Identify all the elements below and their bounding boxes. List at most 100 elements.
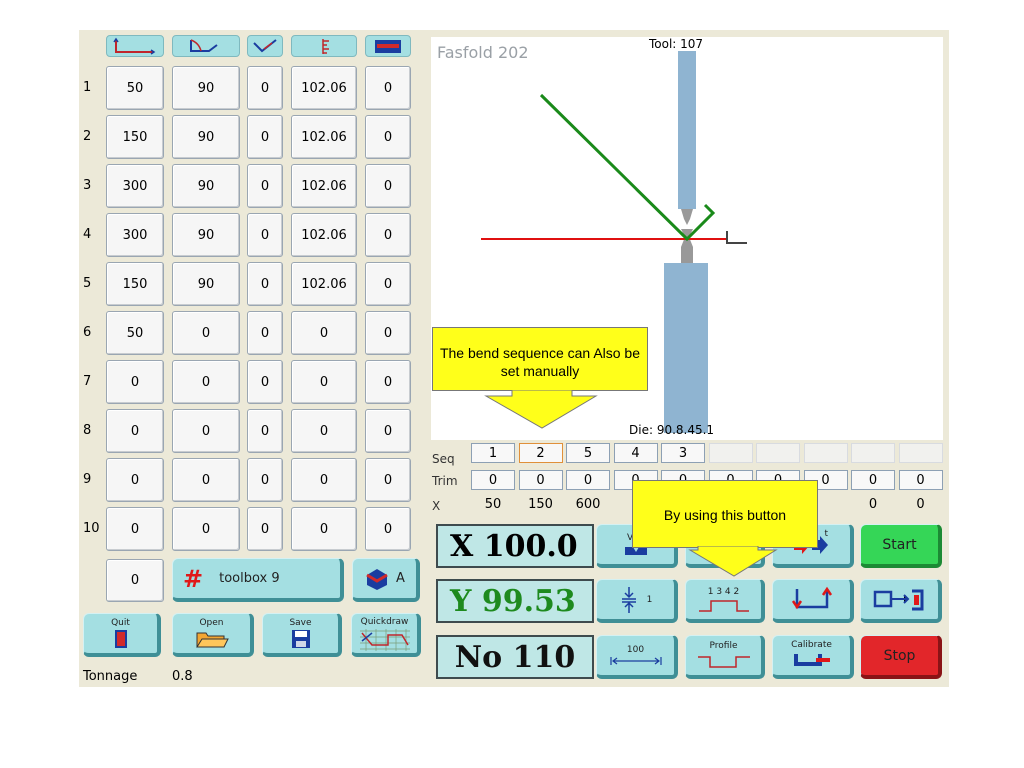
table-cell-pos[interactable]: 102.06	[291, 164, 357, 208]
seq-cell[interactable]: 2	[518, 443, 563, 463]
save-button[interactable]: Save	[262, 613, 342, 657]
toolbox-button[interactable]: # toolbox 9	[172, 558, 344, 602]
open-label: Open	[199, 617, 224, 628]
table-cell-pos[interactable]: 0	[291, 409, 357, 453]
seq-cell[interactable]: 3	[661, 443, 705, 463]
a-button[interactable]: A	[352, 558, 420, 602]
table-cell-ang[interactable]: 0	[172, 458, 240, 502]
table-cell-c3[interactable]: 0	[247, 507, 283, 551]
radius-header-icon[interactable]	[247, 35, 283, 57]
quickdraw-button[interactable]: Quickdraw	[351, 613, 421, 657]
table-cell-c3[interactable]: 0	[247, 311, 283, 355]
trim-cell[interactable]: 0	[851, 470, 895, 490]
table-cell-ang[interactable]: 0	[172, 360, 240, 404]
calibrate-button[interactable]: Calibrate	[772, 635, 854, 679]
table-cell-len[interactable]: 0	[106, 458, 164, 502]
trim-cell[interactable]: 0	[898, 470, 943, 490]
table-cell-pos[interactable]: 0	[291, 311, 357, 355]
table-cell-ang[interactable]: 90	[172, 213, 240, 257]
table-cell-c5[interactable]: 0	[365, 458, 411, 502]
table-cell-ang[interactable]: 90	[172, 115, 240, 159]
bend-angle-header-icon[interactable]	[172, 35, 240, 57]
table-cell-len[interactable]: 0	[106, 409, 164, 453]
table-cell-c3[interactable]: 0	[247, 115, 283, 159]
table-cell-ang[interactable]: 90	[172, 66, 240, 110]
toolbox-label: toolbox 9	[219, 571, 280, 586]
table-cell-c5[interactable]: 0	[365, 409, 411, 453]
table-cell-len[interactable]: 300	[106, 213, 164, 257]
bend-sequence-callout: The bend sequence can Also be set manual…	[432, 327, 648, 391]
part-number-readout: No 110	[436, 635, 594, 679]
table-cell-c5[interactable]: 0	[365, 115, 411, 159]
table-cell-pos[interactable]: 0	[291, 360, 357, 404]
transfer-arrow-icon	[873, 589, 923, 610]
y-axis-label: 1	[646, 594, 653, 605]
trim-cell[interactable]: 0	[518, 470, 563, 490]
open-button[interactable]: Open	[172, 613, 254, 657]
bend-order-button[interactable]: 1 3 4 2	[685, 579, 765, 623]
seq-cell[interactable]	[803, 443, 848, 463]
trim-cell[interactable]: 0	[566, 470, 610, 490]
table-cell-pos[interactable]: 102.06	[291, 66, 357, 110]
table-cell-len[interactable]: 50	[106, 66, 164, 110]
extra-value-cell[interactable]: 0	[106, 559, 164, 602]
table-cell-c3[interactable]: 0	[247, 458, 283, 502]
backgauge-position-header-icon[interactable]	[291, 35, 357, 57]
seq-cell[interactable]	[898, 443, 943, 463]
table-cell-len[interactable]: 150	[106, 262, 164, 306]
y-axis-button[interactable]: 1	[596, 579, 678, 623]
quit-button[interactable]: Quit	[83, 613, 161, 657]
seq-cell[interactable]	[756, 443, 800, 463]
table-cell-ang[interactable]: 90	[172, 164, 240, 208]
table-cell-c5[interactable]: 0	[365, 507, 411, 551]
table-cell-c3[interactable]: 0	[247, 409, 283, 453]
table-cell-ang[interactable]: 90	[172, 262, 240, 306]
table-cell-len[interactable]: 0	[106, 507, 164, 551]
table-cell-len[interactable]: 0	[106, 360, 164, 404]
flange-up-button[interactable]	[772, 579, 854, 623]
seq-cell[interactable]: 1	[471, 443, 515, 463]
next-label: t	[824, 529, 828, 539]
quickdraw-grid-icon	[359, 628, 410, 651]
table-cell-c3[interactable]: 0	[247, 66, 283, 110]
seq-cell[interactable]	[708, 443, 753, 463]
table-cell-c5[interactable]: 0	[365, 360, 411, 404]
table-cell-pos[interactable]: 102.06	[291, 115, 357, 159]
retract-header-icon[interactable]	[365, 35, 411, 57]
table-cell-c3[interactable]: 0	[247, 262, 283, 306]
length-100-button[interactable]: 100	[596, 635, 678, 679]
transfer-button[interactable]	[860, 579, 942, 623]
table-cell-c3[interactable]: 0	[247, 360, 283, 404]
table-cell-c5[interactable]: 0	[365, 164, 411, 208]
table-cell-c3[interactable]: 0	[247, 164, 283, 208]
trim-cell[interactable]: 0	[471, 470, 515, 490]
seq-cell[interactable]: 4	[613, 443, 658, 463]
table-cell-pos[interactable]: 0	[291, 507, 357, 551]
seq-cell[interactable]	[851, 443, 895, 463]
quickdraw-label: Quickdraw	[360, 616, 409, 627]
table-cell-c5[interactable]: 0	[365, 66, 411, 110]
table-cell-c5[interactable]: 0	[365, 311, 411, 355]
length-label: 100	[626, 644, 645, 655]
callout-down-arrow-2	[688, 546, 778, 577]
table-cell-pos[interactable]: 0	[291, 458, 357, 502]
table-cell-ang[interactable]: 0	[172, 409, 240, 453]
table-cell-c5[interactable]: 0	[365, 213, 411, 257]
table-cell-len[interactable]: 150	[106, 115, 164, 159]
dimension-arrow-icon	[609, 656, 662, 665]
tonnage-label: Tonnage	[83, 669, 138, 684]
table-cell-len[interactable]: 50	[106, 311, 164, 355]
table-cell-pos[interactable]: 102.06	[291, 213, 357, 257]
flange-length-header-icon[interactable]	[106, 35, 164, 57]
seq-cell[interactable]: 5	[566, 443, 610, 463]
table-cell-ang[interactable]: 0	[172, 311, 240, 355]
table-cell-len[interactable]: 300	[106, 164, 164, 208]
table-cell-c5[interactable]: 0	[365, 262, 411, 306]
stop-button[interactable]: Stop	[860, 635, 942, 679]
x-axis-readout: X 100.0	[436, 524, 594, 568]
table-cell-ang[interactable]: 0	[172, 507, 240, 551]
start-button[interactable]: Start	[860, 524, 942, 568]
table-cell-pos[interactable]: 102.06	[291, 262, 357, 306]
table-cell-c3[interactable]: 0	[247, 213, 283, 257]
profile-button[interactable]: Profile	[685, 635, 765, 679]
